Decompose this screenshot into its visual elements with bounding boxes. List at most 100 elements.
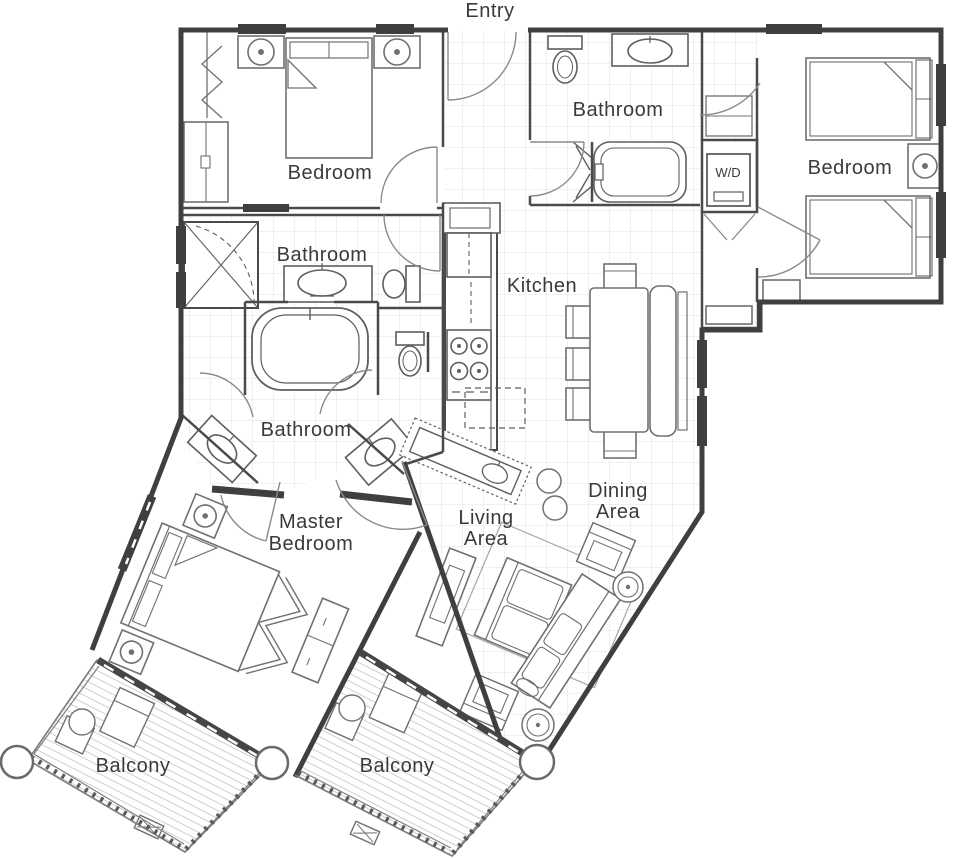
window xyxy=(697,396,707,446)
wardrobe-handle xyxy=(200,155,211,169)
banquette-bench xyxy=(649,285,677,437)
toilet-tank xyxy=(395,331,425,346)
master-bedroom-furniture xyxy=(108,492,350,684)
burner-icon xyxy=(449,361,469,381)
bed-fold xyxy=(287,58,318,89)
closet-bifold-doors xyxy=(201,32,223,119)
bar-stool xyxy=(542,495,568,521)
nook-cabinet xyxy=(705,305,753,325)
bed xyxy=(805,57,931,141)
kitchen-fixtures xyxy=(442,202,526,451)
bed-fold xyxy=(173,534,219,567)
lamp-icon xyxy=(193,504,217,528)
master-door-swing xyxy=(220,481,281,542)
label-dining-line2: Area xyxy=(596,501,641,523)
dining-table xyxy=(589,287,649,433)
window xyxy=(376,24,414,34)
master-window-wall xyxy=(96,656,274,767)
railing-left-balusters xyxy=(29,754,271,851)
toilet-bowl xyxy=(398,345,422,377)
washer-dryer-closet xyxy=(700,138,759,241)
wall-bath-lower-right xyxy=(347,423,405,475)
bathtub xyxy=(593,141,687,203)
label-bedroom-top-right: Bedroom xyxy=(808,157,893,179)
entry-door-swing xyxy=(447,31,517,101)
lamp-dot-icon xyxy=(257,48,264,55)
tub-room-door-swing xyxy=(199,372,254,418)
bedroom-top-left-furniture xyxy=(183,32,421,203)
railing-middle-balusters xyxy=(296,761,534,855)
lamp-dot-icon xyxy=(921,163,928,170)
structural-columns xyxy=(0,743,556,781)
bed-headboard xyxy=(127,525,171,627)
toilet-bowl xyxy=(552,50,578,84)
living-area-furniture xyxy=(398,417,644,742)
wd-fold-doors xyxy=(703,213,756,241)
shower-door-swing xyxy=(195,225,255,305)
toilet-bowl-inner xyxy=(557,55,573,79)
column xyxy=(0,744,35,780)
dresser-drawers xyxy=(306,617,334,666)
label-washer-dryer: W/D xyxy=(715,165,740,180)
window xyxy=(766,24,822,34)
burner-icon xyxy=(470,337,488,355)
bedroom1-door-swing xyxy=(380,146,438,204)
shower-glass xyxy=(183,221,259,309)
area-rug xyxy=(455,521,641,689)
kitchen-island-bar xyxy=(398,417,532,505)
wall-bath-lower-left xyxy=(180,413,259,484)
toilet-bowl-inner xyxy=(402,350,418,372)
toilet-tank xyxy=(405,265,421,303)
bedroom-top-right-furniture xyxy=(705,57,943,303)
window xyxy=(176,226,186,264)
railing-middle-outer xyxy=(294,761,536,857)
dresser xyxy=(762,279,801,303)
burner-icon xyxy=(469,361,489,381)
linen-closet-doors xyxy=(572,141,593,203)
railing-left-outer xyxy=(27,659,273,854)
lamp-icon xyxy=(383,38,411,66)
label-dining-line1: Dining xyxy=(588,480,648,502)
label-master-line1: Master xyxy=(279,511,343,533)
label-balcony-middle: Balcony xyxy=(360,755,435,777)
bench-back xyxy=(677,291,688,431)
entry-hall-floor xyxy=(445,30,528,205)
bed xyxy=(805,195,931,279)
lounge-chair xyxy=(98,686,156,749)
bed-fold xyxy=(883,199,913,229)
balcony-window-walls xyxy=(96,494,539,767)
window xyxy=(936,64,946,126)
label-kitchen: Kitchen xyxy=(507,275,577,297)
window xyxy=(176,272,186,308)
soaking-tub xyxy=(251,307,369,391)
bed-mattress xyxy=(809,61,913,137)
wall-toilet-niche xyxy=(378,306,443,372)
armchair xyxy=(575,521,637,581)
tv-console xyxy=(415,547,477,647)
window xyxy=(238,24,286,34)
cased-opening xyxy=(243,204,289,212)
bed-throw-zigzag xyxy=(238,574,309,675)
patio-table xyxy=(338,694,366,722)
balcony-railings xyxy=(27,659,536,857)
bedroom2-door-swing xyxy=(757,206,821,278)
bed xyxy=(119,522,281,673)
wall-tub-room xyxy=(243,300,380,395)
label-bathroom-top: Bathroom xyxy=(573,99,664,121)
column xyxy=(518,743,556,781)
window xyxy=(936,192,946,258)
pillow xyxy=(151,531,183,580)
lamp-dot-icon xyxy=(202,513,208,519)
bed-lines xyxy=(290,42,368,59)
label-bathroom-middle: Bathroom xyxy=(277,244,368,266)
bathroom-top-door-swing xyxy=(529,141,585,197)
lamp-dot-icon xyxy=(393,48,400,55)
master-door-threshold xyxy=(211,485,285,499)
pillow xyxy=(131,579,163,628)
lamp-icon xyxy=(912,153,938,179)
window xyxy=(697,340,707,388)
wall-kitchen-west xyxy=(405,215,445,466)
lamp-icon xyxy=(247,38,275,66)
